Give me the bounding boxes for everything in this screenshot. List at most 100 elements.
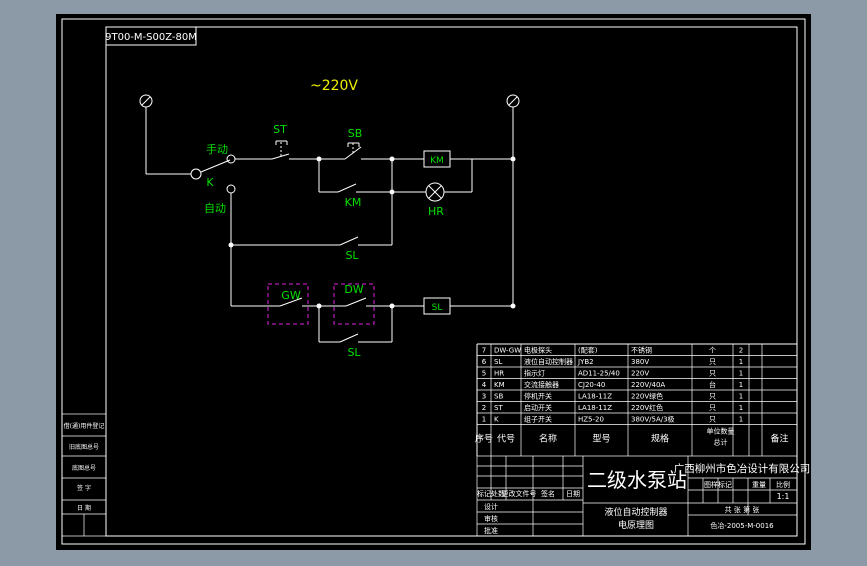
voltage-label: ~220V — [310, 78, 358, 94]
tb-approve: 批准 — [484, 526, 498, 535]
label-manual: 手动 — [206, 142, 228, 156]
bom-row-code: HR — [494, 370, 504, 378]
bom-row-no: 4 — [482, 381, 487, 389]
label-gw: GW — [281, 289, 301, 302]
label-k: K — [206, 176, 214, 189]
tb-rowlabel-sign: 签名 — [541, 489, 555, 498]
bom-header-note: 备注 — [770, 433, 788, 445]
bom-header-code: 代号 — [497, 434, 515, 445]
bom-row-no: 3 — [482, 393, 486, 401]
bom-row-spec: 220V — [631, 370, 649, 378]
label-km-contact: KM — [345, 196, 362, 209]
code-stamp: 9T00-M-S00Z-80M — [105, 32, 197, 43]
bom-row-no: 1 — [482, 416, 486, 424]
bom-row-code: SB — [494, 393, 503, 401]
strip-label-register: 借(通)用件登记 — [64, 422, 105, 430]
label-sb: SB — [348, 127, 363, 140]
bom-row-model: JYB2 — [577, 358, 594, 366]
circuit — [139, 94, 520, 343]
bom-row-unit: 只 — [709, 370, 716, 378]
code-stamp-box — [105, 26, 197, 46]
bom-row-code: SL — [494, 358, 502, 366]
strip-label-old-base: 旧底图总号 — [69, 443, 99, 451]
bom-row-qty: 1 — [739, 404, 743, 412]
bom-row-unit: 只 — [709, 404, 716, 412]
bom-row-name: 液位自动控制器 — [524, 357, 573, 366]
left-registration-strip — [61, 413, 107, 537]
bom-row-model: (配套) — [578, 346, 598, 355]
label-km-coil: KM — [430, 156, 444, 166]
tb-rowlabel-count: 处数 — [491, 489, 505, 498]
bom-row-name: 电极探头 — [524, 346, 552, 355]
sl-upper-contact — [339, 236, 359, 246]
tb-review: 审核 — [484, 514, 498, 523]
sl-lower-contact — [339, 333, 359, 343]
bom-row-unit: 只 — [709, 393, 716, 401]
strip-label-sign: 签 字 — [77, 484, 91, 492]
inner-frame — [105, 26, 798, 537]
bom-row-unit: 只 — [709, 358, 716, 366]
bom-row-model: CJ20-40 — [578, 381, 605, 389]
bom-row-unit: 只 — [709, 416, 716, 424]
bom-row-spec: 220V红色 — [631, 403, 663, 412]
bom-row-code: DW-GW — [494, 347, 521, 355]
junctions — [228, 156, 516, 309]
tb-col-scale: 比例 — [776, 480, 790, 489]
bom-row-spec: 380V — [631, 358, 649, 366]
bom-header-spec: 规格 — [651, 433, 669, 445]
gw-contact — [279, 297, 303, 307]
tb-subtitle-1: 液位自动控制器 — [604, 506, 667, 518]
label-dw: DW — [344, 283, 363, 296]
bom-row-unit: 台 — [709, 380, 716, 389]
bom-header-unit-qty: 单位数量 — [707, 427, 735, 436]
bom-row-model: LA18-11Z — [578, 393, 612, 401]
bom-row-model: LA18-11Z — [578, 404, 612, 412]
sheet-background — [56, 14, 811, 550]
bom-row-no: 7 — [482, 347, 486, 355]
km-contact — [337, 183, 357, 193]
bom-row-qty: 2 — [739, 347, 743, 355]
gw-probe-box — [267, 283, 309, 325]
tb-col-mark: 图样标记 — [704, 480, 732, 489]
bom-row-name: 交流接触器 — [524, 380, 559, 389]
dw-contact — [345, 297, 367, 307]
bom-row-spec: 380V/5A/3极 — [631, 415, 675, 424]
bom-row-code: KM — [494, 381, 505, 389]
bom-row-model: HZ5-20 — [578, 416, 604, 424]
tb-design: 设计 — [484, 502, 498, 511]
outer-frame — [61, 18, 806, 545]
label-sl-coil: SL — [432, 303, 443, 313]
strip-label-base: 底图总号 — [72, 464, 96, 472]
tb-subtitle-2: 电原理图 — [618, 519, 654, 531]
tb-scale: 1:1 — [777, 492, 790, 501]
bom-row-code: ST — [494, 404, 503, 412]
bom-row-code: K — [494, 416, 499, 424]
bom-row-name: 组子开关 — [524, 415, 552, 424]
bom-row-qty: 1 — [739, 358, 743, 366]
k-switch-pivot — [190, 168, 202, 180]
bom-header-name: 名称 — [539, 433, 557, 445]
bom-header-total: 总计 — [714, 438, 728, 447]
bom-row-spec: 不锈钢 — [631, 346, 652, 355]
bom-row-name: 停机开关 — [524, 392, 552, 401]
dw-probe-box — [333, 283, 375, 325]
bom-row-spec: 220V/40A — [631, 381, 665, 389]
bom-header-model: 型号 — [592, 434, 610, 445]
tb-company: 广西柳州市色冶设计有限公司 — [674, 462, 811, 475]
tb-col-weight: 重量 — [752, 481, 766, 489]
bom-row-no: 6 — [482, 358, 487, 366]
bom-row-spec: 220V绿色 — [631, 392, 663, 401]
bom-row-model: AD11-25/40 — [578, 370, 620, 378]
label-auto: 自动 — [204, 202, 226, 215]
tb-rowlabel-date: 日期 — [566, 490, 580, 498]
bom-header-no: 序号 — [475, 433, 493, 445]
bom-row-qty: 1 — [739, 393, 743, 401]
bom-row-name: 启动开关 — [524, 403, 552, 412]
label-hr: HR — [428, 205, 444, 218]
bom-row-qty: 1 — [739, 416, 743, 424]
bom-row-qty: 1 — [739, 381, 743, 389]
tb-drawing-no: 色冶-2005-M-0016 — [710, 521, 774, 530]
